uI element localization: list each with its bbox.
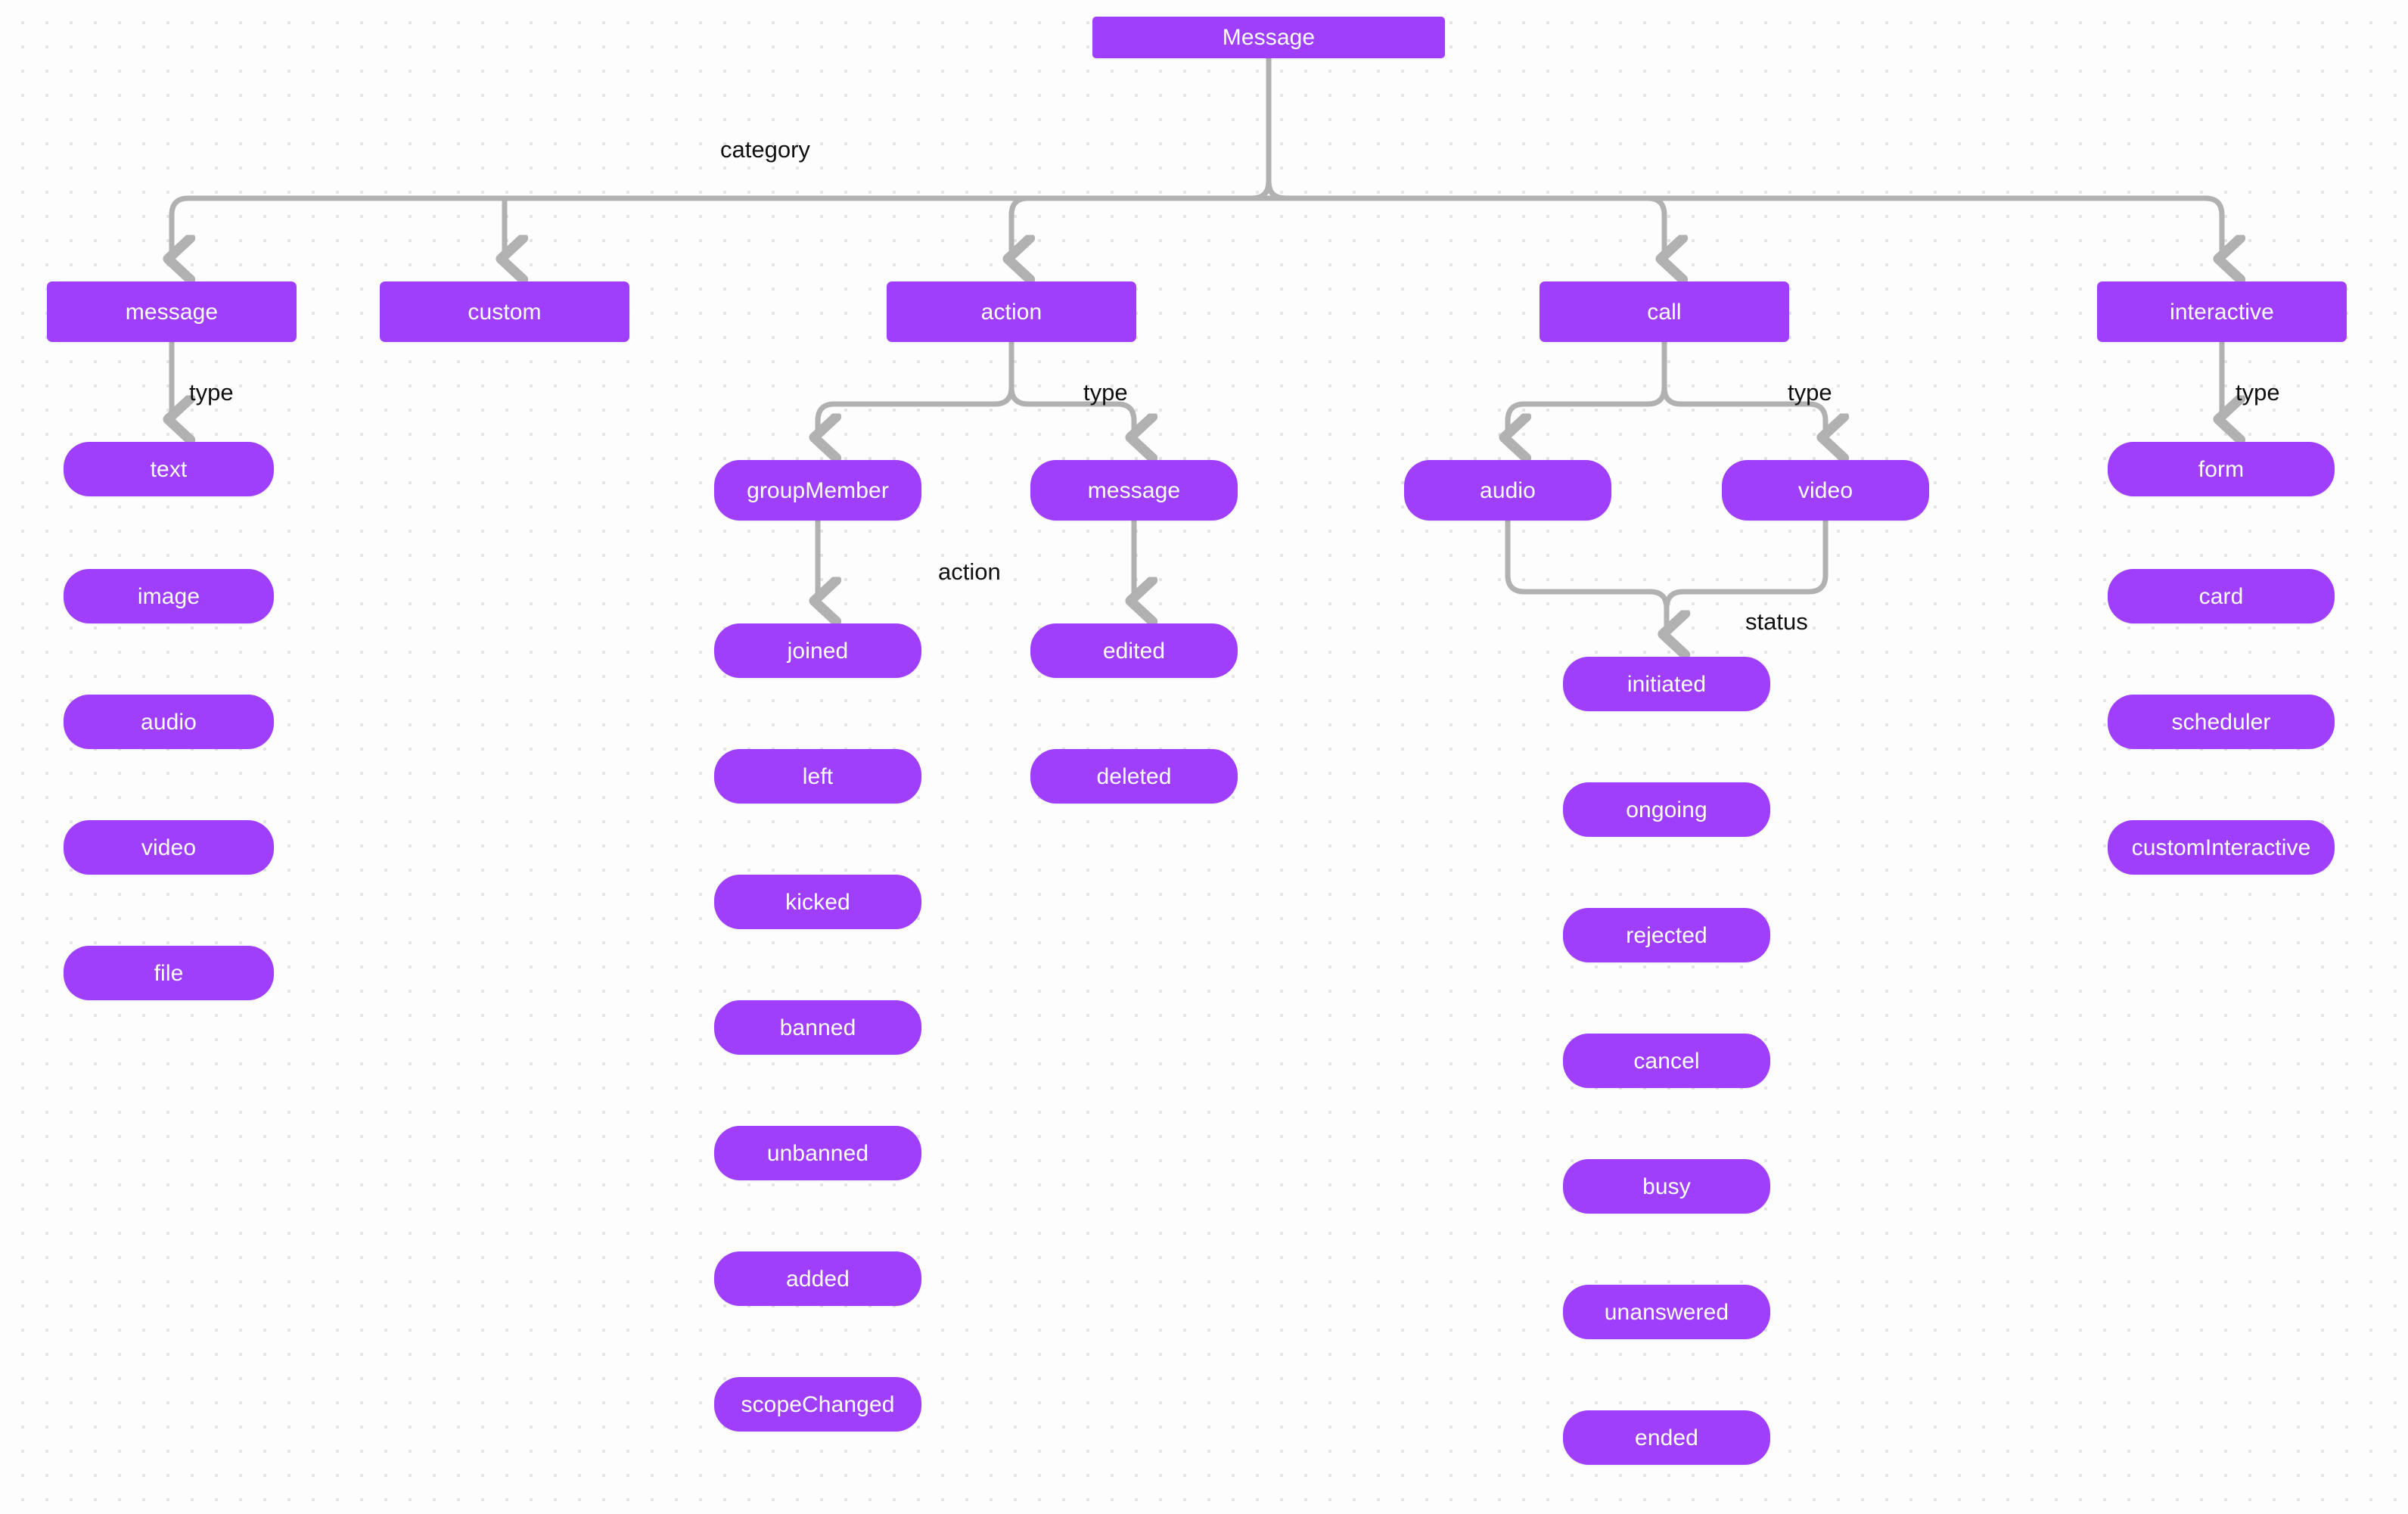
edge-label-type-action: type <box>1083 379 1128 406</box>
node-label: text <box>150 456 188 482</box>
node-label: Message <box>1222 25 1316 50</box>
node-label: message <box>1087 477 1181 503</box>
node-groupmember-action-unbanned[interactable]: unbanned <box>714 1126 921 1180</box>
node-call-status-busy[interactable]: busy <box>1563 1159 1770 1214</box>
edge-label-type-message: type <box>189 379 234 406</box>
node-label: scheduler <box>2171 709 2271 735</box>
node-label: video <box>1797 477 1853 503</box>
node-label: audio <box>141 709 197 735</box>
node-label: banned <box>779 1015 856 1040</box>
edge-label-status-call: status <box>1745 608 1808 635</box>
node-message-type-image[interactable]: image <box>64 569 274 623</box>
node-category-custom[interactable]: custom <box>380 281 629 342</box>
node-label: deleted <box>1096 763 1172 789</box>
node-label: left <box>802 763 834 789</box>
edge-label-type-call: type <box>1788 379 1832 406</box>
node-label: ongoing <box>1626 797 1707 822</box>
node-interactive-type-scheduler[interactable]: scheduler <box>2108 695 2335 749</box>
node-label: unbanned <box>766 1140 869 1166</box>
node-label: kicked <box>785 889 850 915</box>
node-category-action[interactable]: action <box>887 281 1136 342</box>
node-message-type-file[interactable]: file <box>64 946 274 1000</box>
node-label: audio <box>1480 477 1536 503</box>
node-call-status-ended[interactable]: ended <box>1563 1410 1770 1465</box>
node-call-type-audio[interactable]: audio <box>1404 460 1611 521</box>
node-groupmember-action-joined[interactable]: joined <box>714 623 921 678</box>
node-groupmember-action-kicked[interactable]: kicked <box>714 875 921 929</box>
edge-label-category: category <box>720 136 810 163</box>
node-message-action-deleted[interactable]: deleted <box>1030 749 1238 804</box>
node-category-interactive[interactable]: interactive <box>2097 281 2347 342</box>
node-call-type-video[interactable]: video <box>1722 460 1929 521</box>
node-label: added <box>786 1266 850 1292</box>
edge-label-action-groupmember: action <box>938 558 1001 585</box>
node-interactive-type-card[interactable]: card <box>2108 569 2335 623</box>
node-interactive-type-custominteractive[interactable]: customInteractive <box>2108 820 2335 875</box>
node-message-type-audio[interactable]: audio <box>64 695 274 749</box>
node-call-status-ongoing[interactable]: ongoing <box>1563 782 1770 837</box>
node-label: initiated <box>1627 671 1707 697</box>
node-groupmember-action-banned[interactable]: banned <box>714 1000 921 1055</box>
node-category-call[interactable]: call <box>1540 281 1789 342</box>
node-action-type-groupmember[interactable]: groupMember <box>714 460 921 521</box>
node-action-type-message[interactable]: message <box>1030 460 1238 521</box>
node-message-type-text[interactable]: text <box>64 442 274 496</box>
node-call-status-rejected[interactable]: rejected <box>1563 908 1770 962</box>
node-label: interactive <box>2170 299 2274 325</box>
node-label: card <box>2198 583 2244 609</box>
node-groupmember-action-added[interactable]: added <box>714 1251 921 1306</box>
node-label: call <box>1647 299 1682 325</box>
node-groupmember-action-scopechanged[interactable]: scopeChanged <box>714 1377 921 1432</box>
node-interactive-type-form[interactable]: form <box>2108 442 2335 496</box>
node-label: joined <box>787 638 849 664</box>
node-label: video <box>141 835 197 860</box>
node-call-status-unanswered[interactable]: unanswered <box>1563 1285 1770 1339</box>
node-label: form <box>2198 456 2245 482</box>
node-label: scopeChanged <box>741 1391 895 1417</box>
node-call-status-cancel[interactable]: cancel <box>1563 1034 1770 1088</box>
node-call-status-initiated[interactable]: initiated <box>1563 657 1770 711</box>
node-message-action-edited[interactable]: edited <box>1030 623 1238 678</box>
node-label: unanswered <box>1604 1299 1729 1325</box>
node-message-type-video[interactable]: video <box>64 820 274 875</box>
node-label: busy <box>1642 1174 1691 1199</box>
node-category-message[interactable]: message <box>47 281 297 342</box>
node-label: customInteractive <box>2131 835 2311 860</box>
node-label: rejected <box>1626 922 1707 948</box>
node-groupmember-action-left[interactable]: left <box>714 749 921 804</box>
node-label: action <box>980 299 1042 325</box>
node-label: image <box>137 583 200 609</box>
node-label: file <box>154 960 184 986</box>
node-label: custom <box>468 299 542 325</box>
node-label: groupMember <box>747 477 889 503</box>
edge-label-type-interactive: type <box>2236 379 2280 406</box>
node-label: cancel <box>1633 1048 1700 1074</box>
node-message-root[interactable]: Message <box>1092 17 1445 58</box>
node-label: edited <box>1102 638 1166 664</box>
node-label: message <box>125 299 219 325</box>
node-label: ended <box>1635 1425 1698 1450</box>
